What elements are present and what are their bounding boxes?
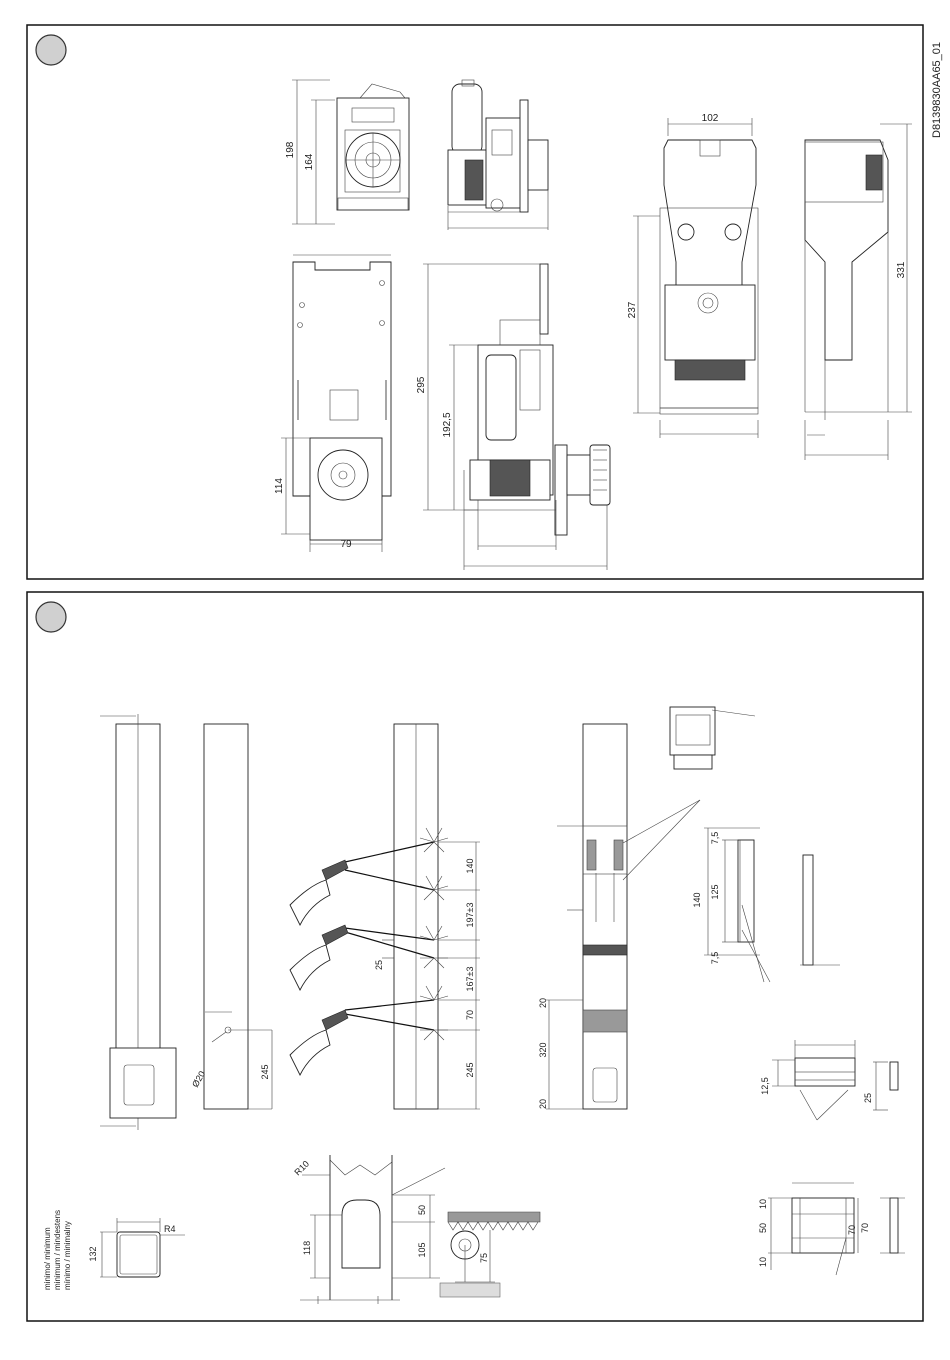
svg-text:25: 25 bbox=[863, 1093, 873, 1103]
svg-text:125: 125 bbox=[710, 884, 720, 899]
svg-text:198: 198 bbox=[285, 141, 296, 158]
post-step-2: Ø20 245 bbox=[190, 724, 272, 1109]
motor-side-view bbox=[448, 80, 548, 230]
svg-text:320: 320 bbox=[538, 1042, 548, 1057]
svg-text:245: 245 bbox=[260, 1064, 270, 1079]
plate-detail-70: 10 50 10 70 70 bbox=[758, 1183, 905, 1275]
svg-text:75: 75 bbox=[479, 1253, 489, 1263]
svg-text:197±3: 197±3 bbox=[465, 903, 475, 928]
base-section: R10 118 50 105 bbox=[292, 1155, 445, 1304]
svg-text:331: 331 bbox=[896, 261, 907, 278]
svg-text:R10: R10 bbox=[292, 1159, 311, 1178]
svg-text:R4: R4 bbox=[164, 1224, 176, 1234]
svg-text:7,5: 7,5 bbox=[710, 832, 720, 845]
panel-a-step-marker bbox=[36, 35, 66, 65]
svg-text:245: 245 bbox=[465, 1062, 475, 1077]
svg-text:minimo/ minimum: minimo/ minimum bbox=[43, 1227, 52, 1290]
panel-a: 198 164 102 bbox=[27, 25, 923, 579]
svg-text:12,5: 12,5 bbox=[760, 1077, 770, 1095]
post-step-4-plates: 20 320 20 bbox=[538, 724, 700, 1109]
svg-text:167±3: 167±3 bbox=[465, 967, 475, 992]
svg-text:295: 295 bbox=[416, 376, 427, 393]
svg-text:50: 50 bbox=[758, 1223, 768, 1233]
svg-text:140: 140 bbox=[465, 858, 475, 873]
svg-text:237: 237 bbox=[627, 301, 638, 318]
panel-b-step-marker bbox=[36, 602, 66, 632]
svg-text:25: 25 bbox=[374, 960, 384, 970]
panel-b: Ø20 245 bbox=[27, 592, 923, 1321]
minimum-section: minimo/ minimum minimum / mindestens mín… bbox=[43, 1210, 185, 1290]
svg-text:114: 114 bbox=[274, 478, 285, 494]
bracket-front-view: 102 bbox=[660, 113, 758, 438]
post-step-1 bbox=[100, 714, 176, 1130]
panel-b-frame bbox=[27, 592, 923, 1321]
svg-text:192,5: 192,5 bbox=[442, 412, 453, 437]
svg-text:140: 140 bbox=[692, 892, 702, 907]
svg-text:minimum / mindestens: minimum / mindestens bbox=[53, 1210, 62, 1290]
welding-torch-2 bbox=[290, 925, 348, 990]
motor-assembly-side-view bbox=[464, 264, 610, 570]
svg-text:164: 164 bbox=[304, 153, 315, 170]
svg-text:70: 70 bbox=[847, 1225, 857, 1235]
svg-text:79: 79 bbox=[340, 539, 352, 550]
svg-text:105: 105 bbox=[417, 1242, 427, 1257]
svg-text:132: 132 bbox=[88, 1246, 98, 1261]
bracket-side-view bbox=[805, 140, 888, 460]
svg-text:10: 10 bbox=[758, 1199, 768, 1209]
dim-198: 198 bbox=[285, 80, 335, 224]
document-code: D8139830AA65_01 bbox=[931, 42, 943, 138]
svg-text:20: 20 bbox=[538, 1099, 548, 1109]
svg-text:118: 118 bbox=[302, 1241, 312, 1255]
motor-plate-detail bbox=[670, 707, 755, 769]
svg-text:70: 70 bbox=[465, 1010, 475, 1020]
welding-torch-3 bbox=[290, 1010, 348, 1075]
plate-detail-140: 140 125 7,5 7,5 bbox=[692, 828, 840, 982]
welding-torch-1 bbox=[290, 860, 348, 925]
rack-and-pinion-section: 75 bbox=[440, 1212, 540, 1297]
svg-text:50: 50 bbox=[417, 1205, 427, 1215]
plate-front-view: 79 bbox=[293, 255, 391, 552]
motor-front-view bbox=[337, 84, 409, 210]
svg-text:10: 10 bbox=[758, 1257, 768, 1267]
svg-text:20: 20 bbox=[538, 998, 548, 1008]
dim-237: 237 bbox=[627, 216, 660, 413]
dim-164: 164 bbox=[304, 100, 335, 224]
svg-text:7,5: 7,5 bbox=[710, 952, 720, 965]
svg-text:mínimo / minimalny: mínimo / minimalny bbox=[63, 1221, 72, 1290]
plate-detail-25: 12,5 25 bbox=[760, 1040, 898, 1120]
svg-text:70: 70 bbox=[860, 1223, 870, 1233]
svg-text:102: 102 bbox=[702, 113, 719, 124]
post-step-3-welding: 140 197±3 25 167±3 70 245 bbox=[290, 724, 480, 1109]
